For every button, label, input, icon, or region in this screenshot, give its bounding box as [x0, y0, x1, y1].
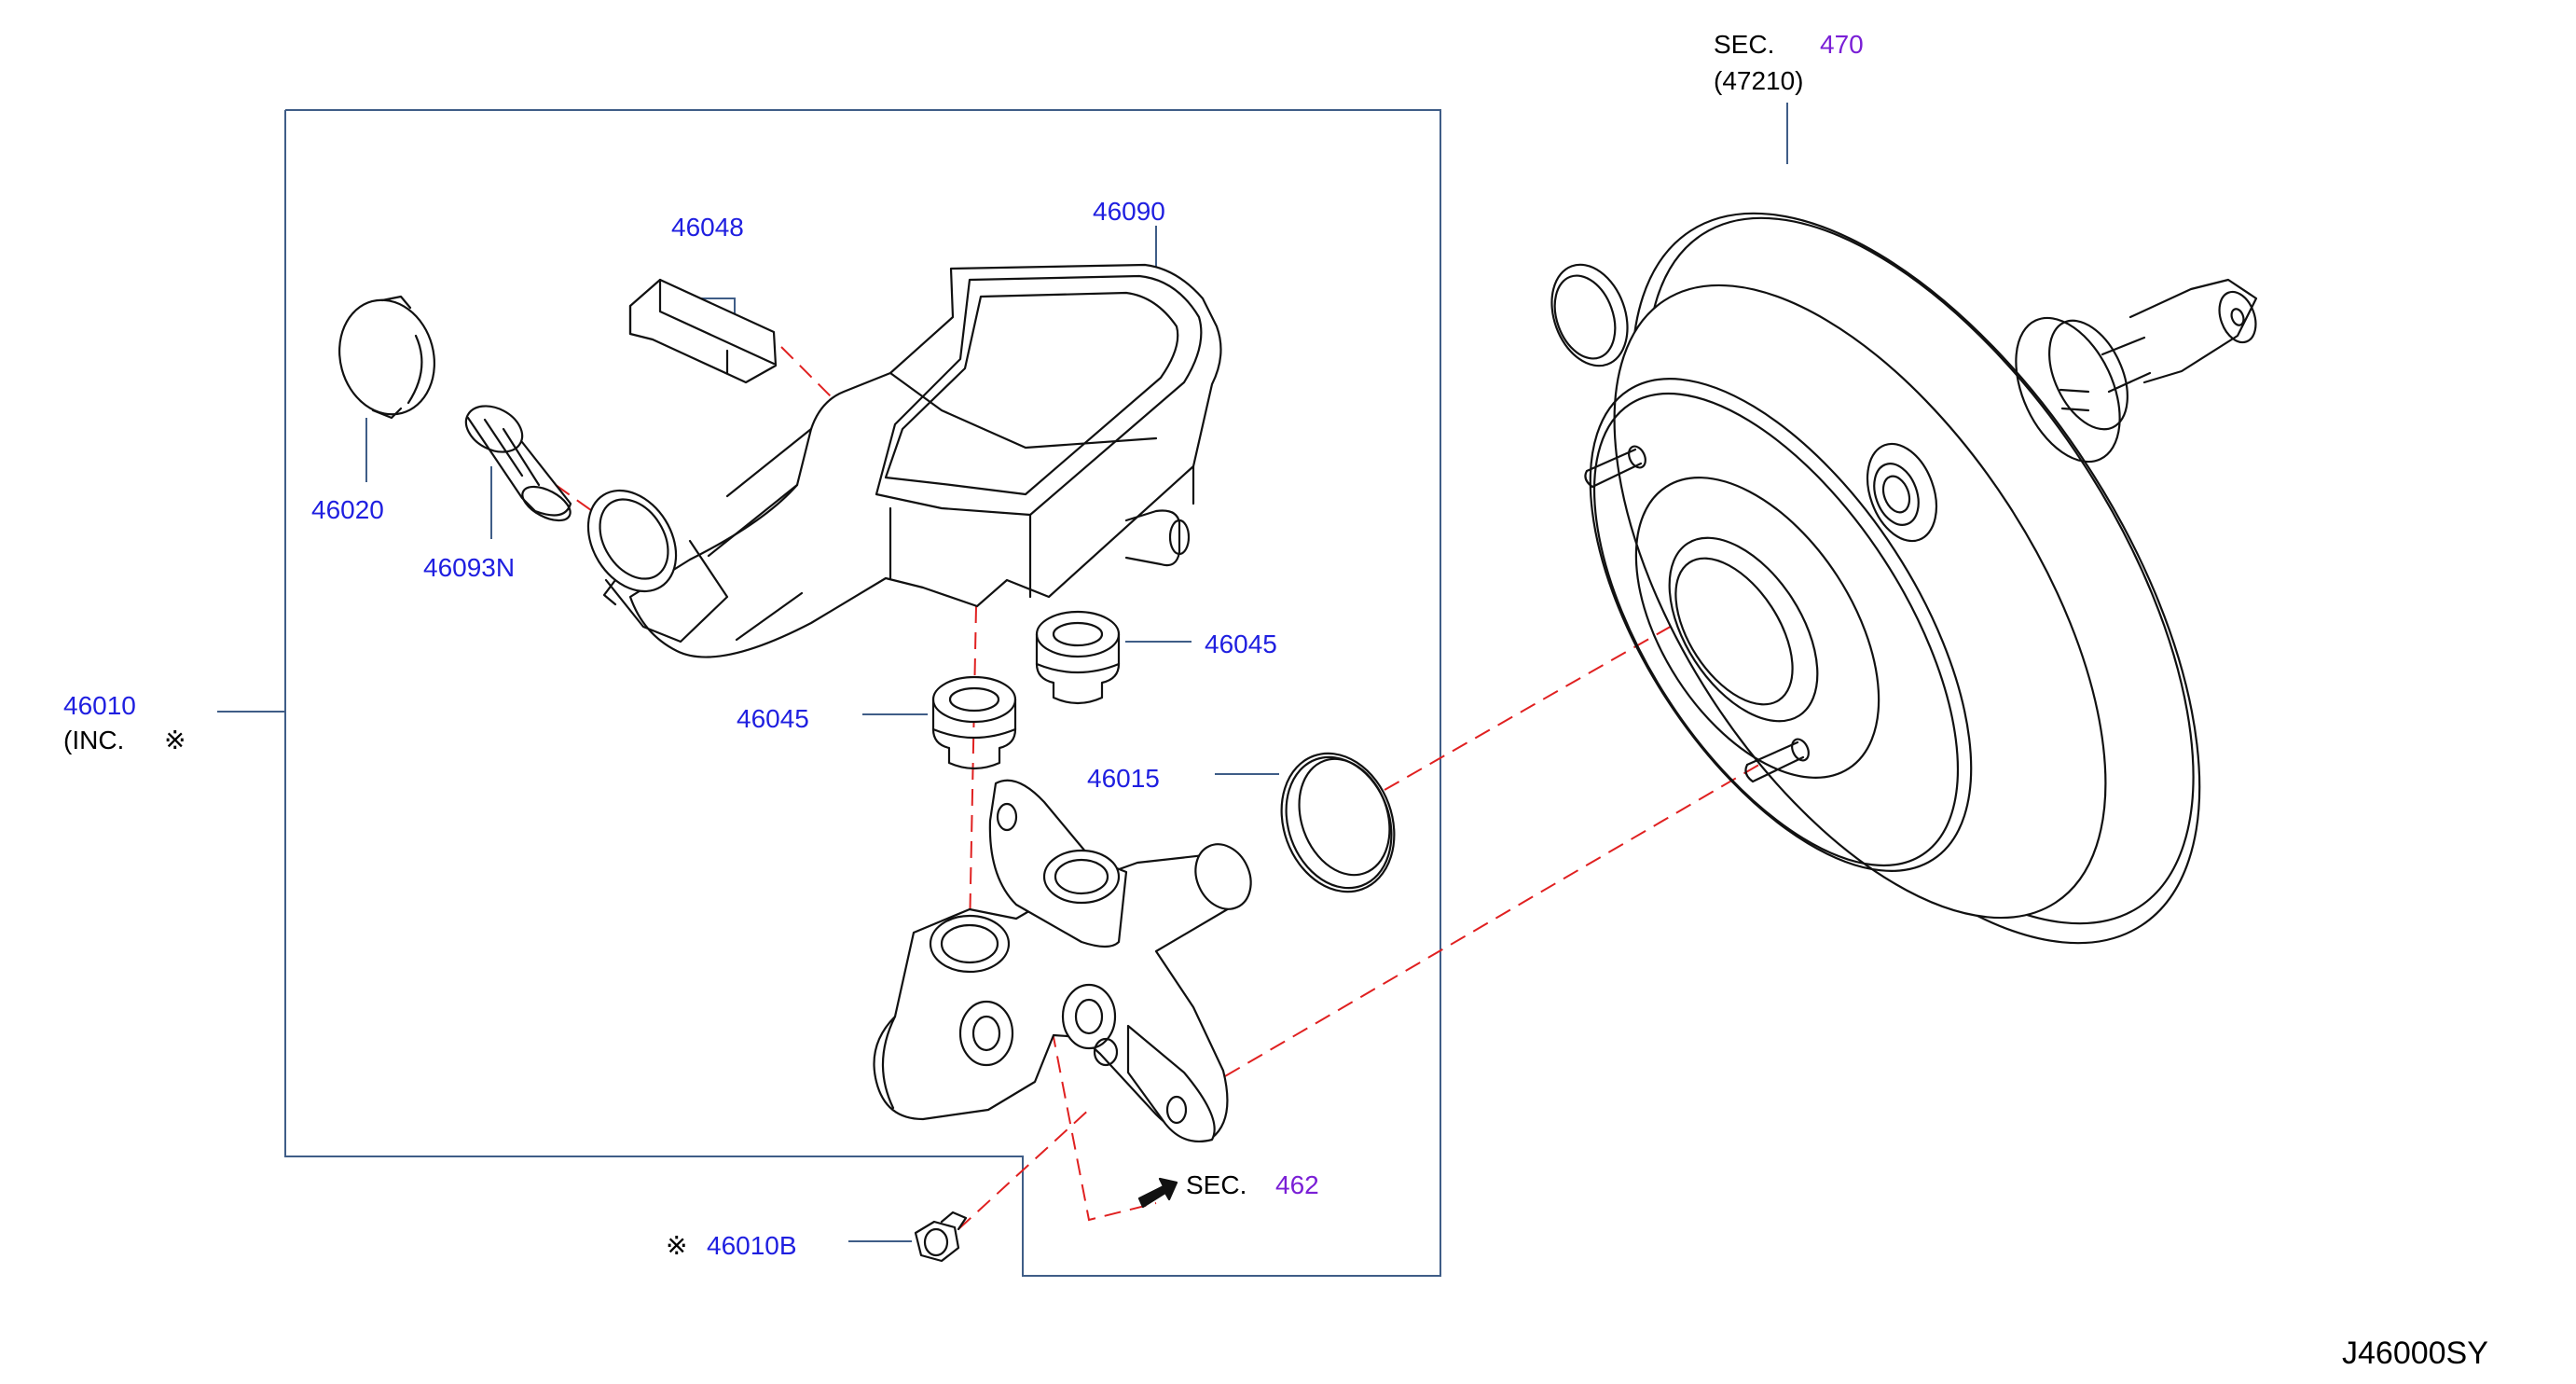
dash-seal-to-booster	[1384, 605, 1707, 791]
part-number-46090[interactable]: 46090	[1093, 197, 1165, 226]
label-sec-470-subpart: (47210)	[1714, 66, 1804, 95]
label-sec-462-number[interactable]: 462	[1275, 1170, 1319, 1199]
grommet-right	[1035, 610, 1121, 705]
reservoir-tank	[628, 263, 1222, 658]
level-sensor	[628, 278, 778, 384]
leader-46048	[690, 298, 736, 317]
arrow-sec-462-icon	[1137, 1177, 1178, 1209]
filler-neck	[586, 489, 729, 644]
part-number-46045-right[interactable]: 46045	[1205, 630, 1277, 658]
label-inc: (INC.	[63, 726, 124, 754]
flange-nut	[914, 1211, 968, 1263]
part-number-46010[interactable]: 46010	[63, 691, 136, 720]
part-number-46045-left[interactable]: 46045	[737, 704, 809, 733]
label-sec-462-prefix: SEC.	[1186, 1170, 1247, 1199]
part-number-46093n[interactable]: 46093N	[423, 553, 515, 582]
master-cylinder-body	[873, 779, 1252, 1143]
label-sec-470-number[interactable]: 470	[1820, 30, 1864, 59]
reservoir-cap	[338, 295, 435, 420]
asterism-symbol-icon: ※	[666, 1231, 687, 1260]
dash-sensor-to-tank	[780, 346, 842, 408]
part-number-46048[interactable]: 46048	[671, 213, 744, 242]
label-sec-470-prefix: SEC.	[1714, 30, 1774, 59]
dash-nut-to-flange	[957, 1107, 1092, 1230]
dash-flange-to-stud	[1202, 762, 1763, 1090]
part-number-46020[interactable]: 46020	[311, 495, 384, 524]
assembly-frame	[284, 109, 1441, 1277]
diagram-code: J46000SY	[2342, 1336, 2488, 1371]
brake-booster	[1550, 212, 2258, 945]
part-number-46010b[interactable]: 46010B	[707, 1231, 797, 1260]
strainer	[464, 405, 572, 522]
grommet-left	[931, 675, 1017, 770]
asterism-symbol-icon: ※	[164, 726, 186, 754]
part-number-46015[interactable]: 46015	[1087, 764, 1160, 793]
dash-to-sec-462	[1041, 978, 1157, 1222]
seal-ring	[1280, 752, 1396, 893]
